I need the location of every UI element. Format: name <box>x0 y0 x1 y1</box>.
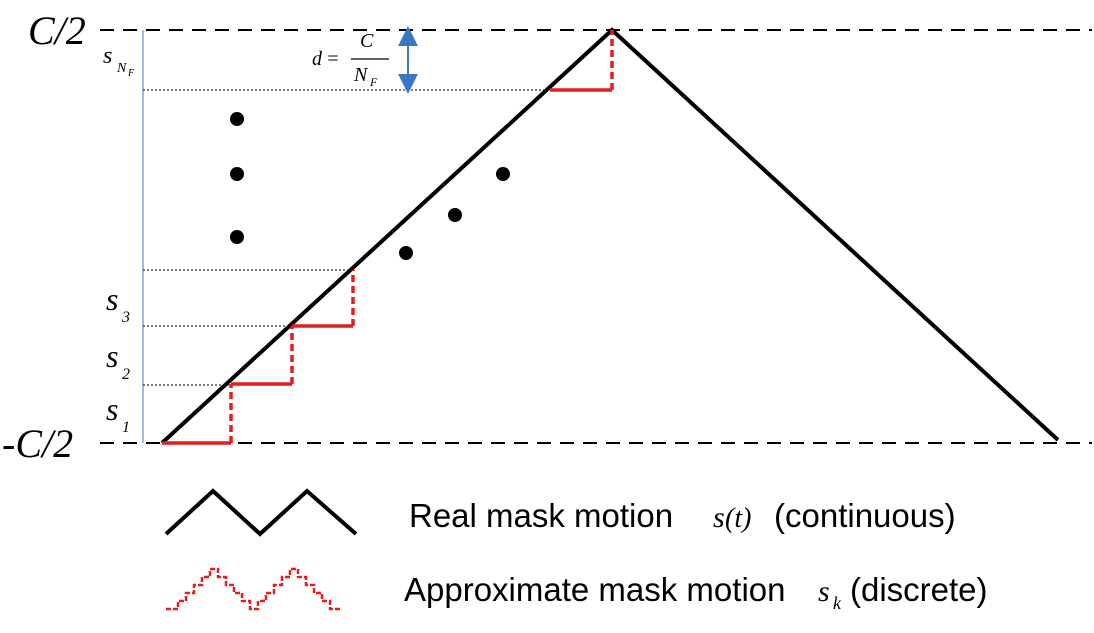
spacing-lhs: d <box>312 48 323 70</box>
s-NF-sub-N: N <box>116 61 127 76</box>
continuous-motion-line <box>160 27 1060 445</box>
s2-label: s 2 <box>106 338 130 383</box>
s-NF-sub-F: F <box>127 68 135 79</box>
legend-continuous-argument: (t) <box>725 503 751 534</box>
s3-label: s 3 <box>106 281 130 326</box>
s3-symbol: s <box>106 281 118 317</box>
ellipsis-dot <box>399 246 413 260</box>
s1-subscript: 1 <box>122 419 130 436</box>
legend-discrete-symbol: s <box>818 575 830 608</box>
s1-label: s 1 <box>106 391 130 436</box>
ellipsis-dot <box>230 112 244 126</box>
s-NF-label: s N F <box>103 43 135 79</box>
legend-continuous-text: Real mask motion <box>409 497 673 534</box>
legend-discrete-text: Approximate mask motion <box>404 571 785 608</box>
ellipsis-dot <box>230 167 244 181</box>
spacing-denominator-N: N <box>353 64 369 86</box>
s2-subscript: 2 <box>122 366 130 383</box>
spacing-equals: = <box>326 48 340 70</box>
spacing-denominator-F: F <box>369 75 378 89</box>
s-NF-symbol: s <box>103 43 112 69</box>
legend-discrete-qualifier: (discrete) <box>850 571 988 608</box>
spacing-formula: d = C N F <box>312 30 389 89</box>
legend-continuous-symbol: s <box>713 501 725 534</box>
legend-continuous-qualifier: (continuous) <box>774 497 956 534</box>
s2-symbol: s <box>106 338 118 374</box>
legend-discrete-swatch <box>166 567 342 611</box>
legend-discrete-subscript: k <box>833 593 842 613</box>
s3-subscript: 3 <box>121 309 130 326</box>
ellipsis-dot <box>448 208 462 222</box>
spacing-numerator: C <box>360 30 374 52</box>
top-level-label: C/2 <box>28 8 86 53</box>
level-guide-lines <box>143 89 550 386</box>
ellipsis-dot <box>496 167 510 181</box>
s1-symbol: s <box>106 391 118 427</box>
ellipsis-dot <box>230 230 244 244</box>
discrete-steps <box>162 30 614 445</box>
legend-continuous-swatch <box>164 488 358 537</box>
ellipsis-dots <box>230 112 510 260</box>
bottom-level-label: -C/2 <box>2 421 73 466</box>
